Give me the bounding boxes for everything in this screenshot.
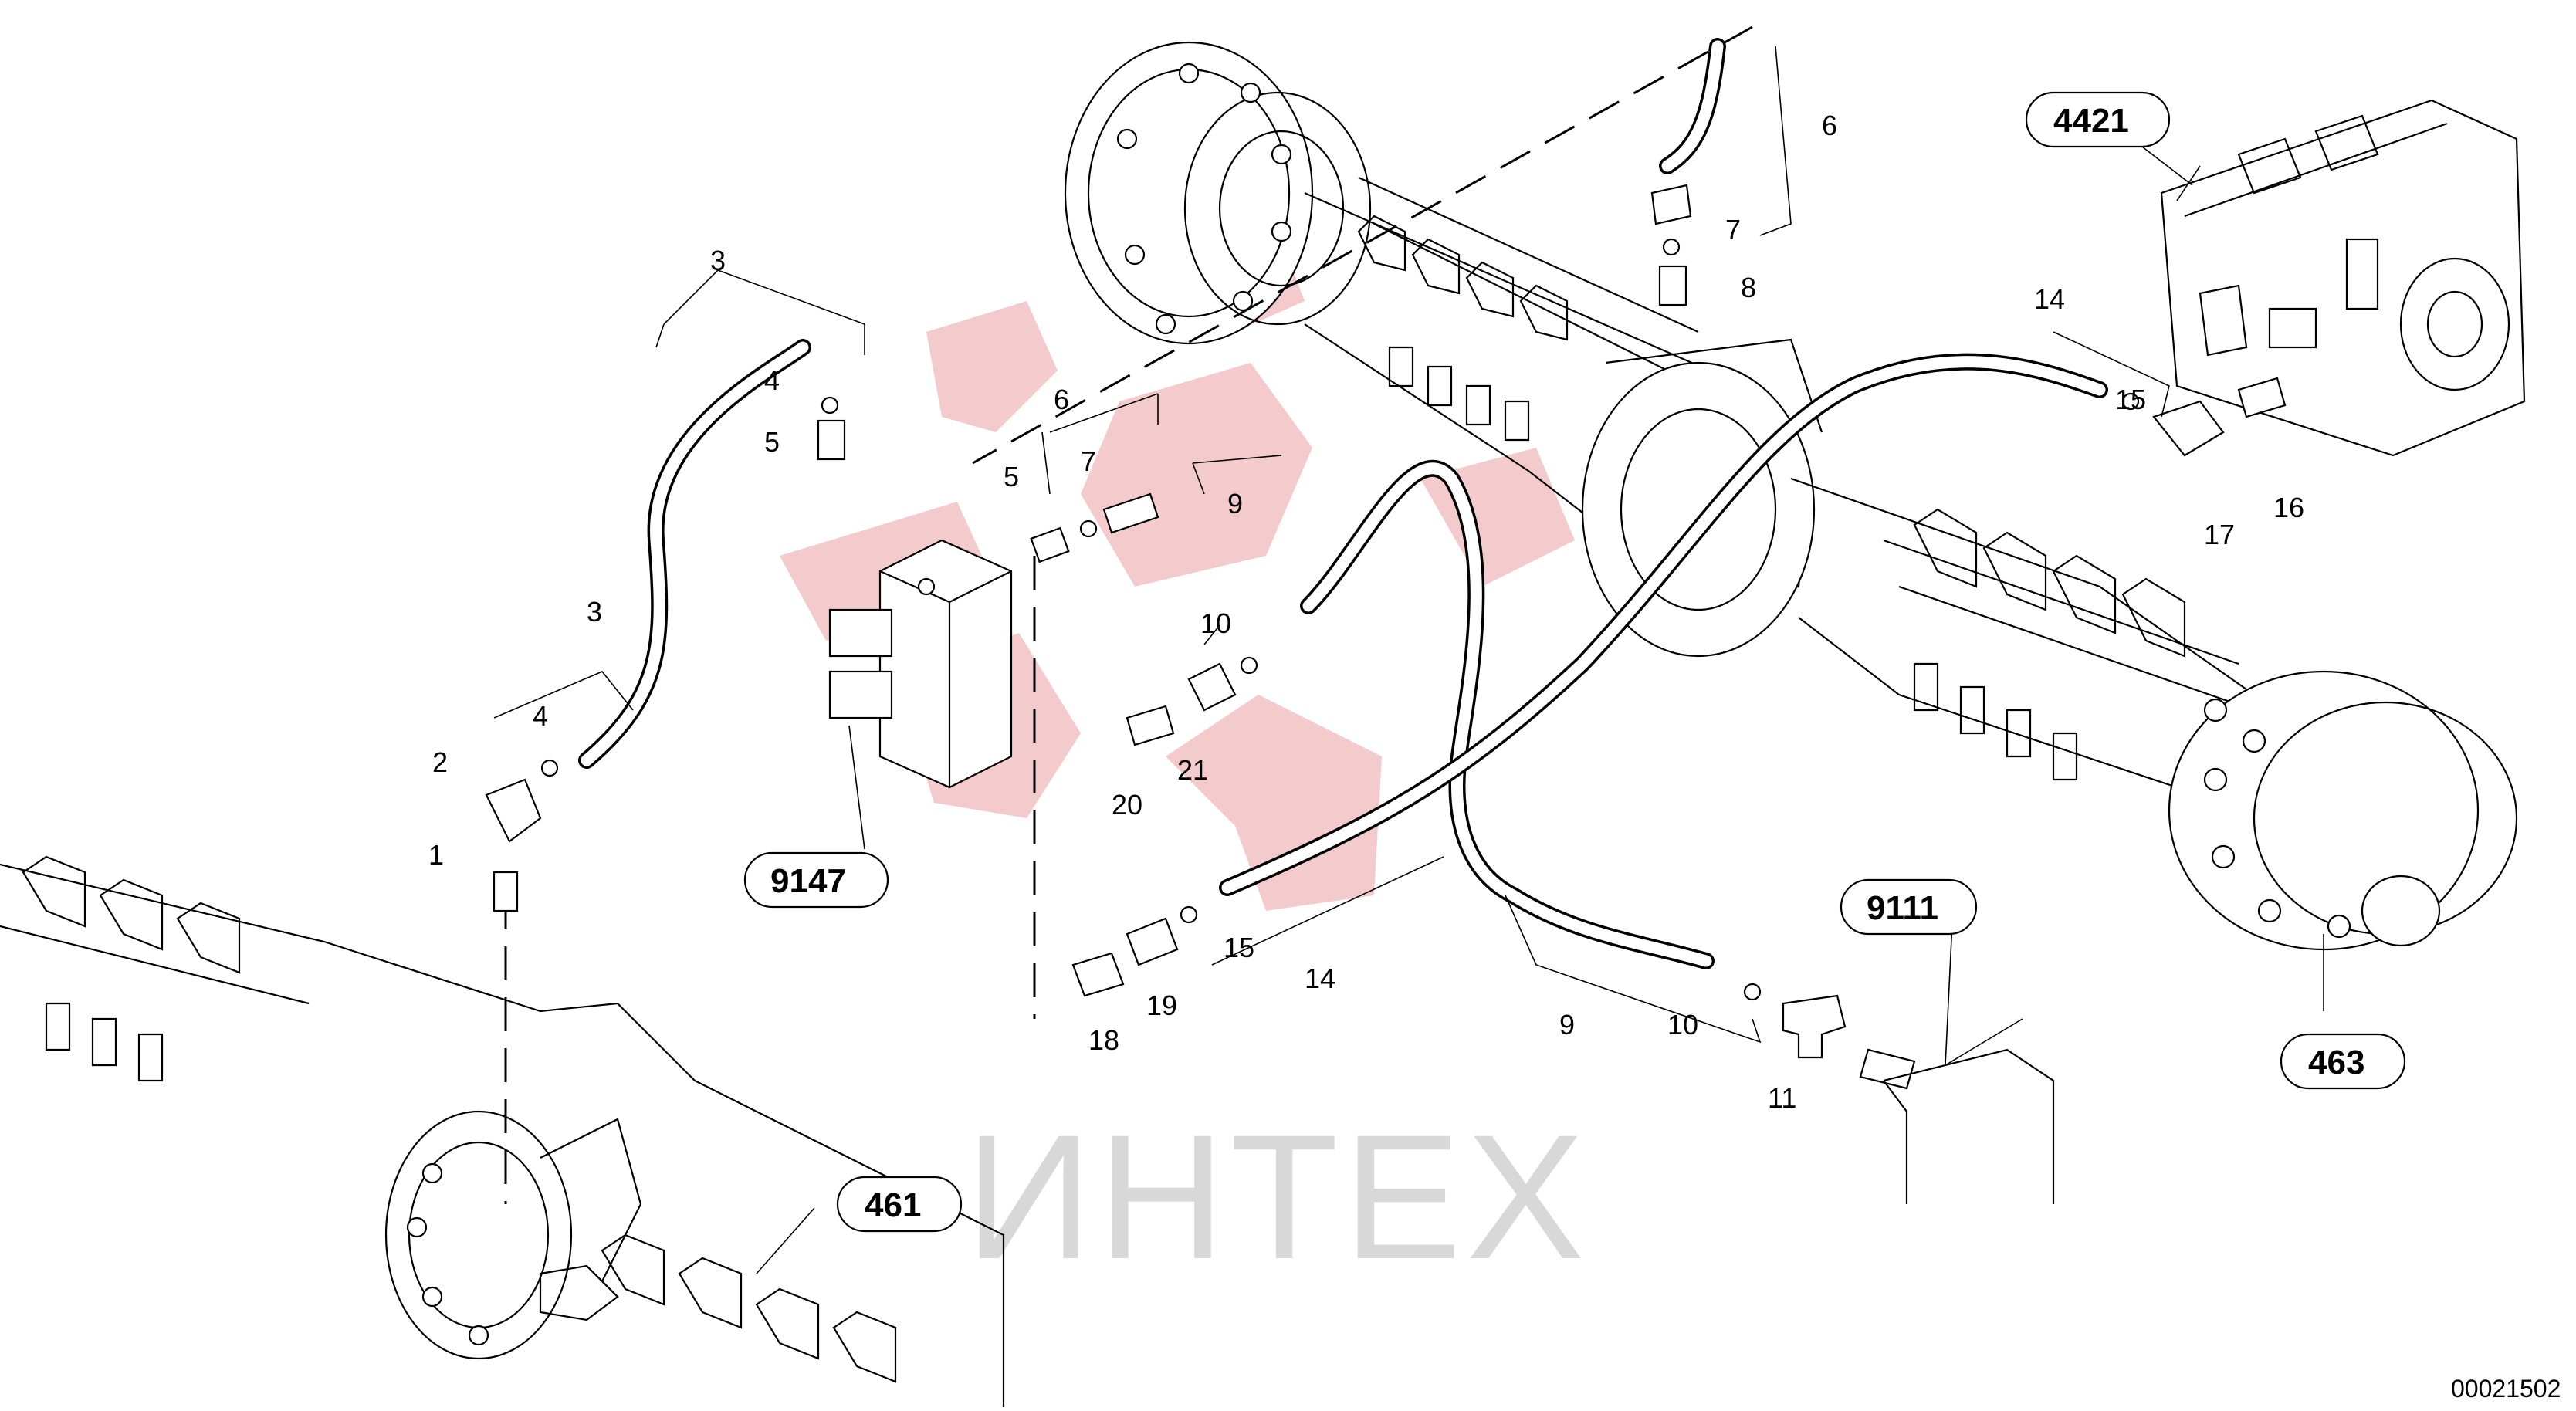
callout-14-lower: 14 bbox=[1305, 963, 1335, 994]
front-axle-drawing bbox=[0, 855, 1005, 1407]
fitting-5-mid bbox=[1030, 526, 1070, 563]
callout-5-upper: 5 bbox=[764, 426, 780, 458]
ref-badge-4421[interactable]: 4421 bbox=[2025, 91, 2193, 186]
reference-badges: 4421 9147 9111 463 461 bbox=[743, 91, 2406, 1233]
callout-3-upper: 3 bbox=[710, 245, 726, 276]
fitting-11 bbox=[1782, 994, 1847, 1059]
callout-7-top: 7 bbox=[1725, 214, 1741, 245]
svg-text:9147: 9147 bbox=[770, 862, 846, 900]
fittings bbox=[485, 184, 2287, 1204]
valve-block-9147 bbox=[828, 539, 1013, 789]
fitting-19 bbox=[1126, 917, 1179, 966]
callout-19: 19 bbox=[1146, 990, 1177, 1021]
fitting-18 bbox=[1071, 952, 1125, 997]
leader-lines bbox=[493, 46, 2324, 1274]
callout-6-top: 6 bbox=[1822, 110, 1837, 141]
ref-badge-463[interactable]: 463 bbox=[2280, 1033, 2406, 1090]
callout-17: 17 bbox=[2204, 519, 2235, 550]
ref-badge-461[interactable]: 461 bbox=[836, 1176, 963, 1233]
fitting-16 bbox=[2237, 377, 2287, 418]
ref-badge-9111[interactable]: 9111 bbox=[1840, 878, 1978, 936]
svg-text:9111: 9111 bbox=[1867, 889, 1938, 927]
callout-18: 18 bbox=[1088, 1024, 1119, 1056]
fitting-17 bbox=[2152, 400, 2225, 457]
callout-15-upper: 15 bbox=[2115, 384, 2146, 415]
callout-1: 1 bbox=[428, 839, 444, 871]
hydraulic-pump-drawing bbox=[2160, 99, 2526, 457]
callout-2: 2 bbox=[432, 746, 448, 778]
fitting-2 bbox=[485, 778, 542, 843]
callout-10-upper: 10 bbox=[1200, 607, 1231, 639]
ref-badge-9147[interactable]: 9147 bbox=[743, 851, 889, 909]
callout-14-upper: 14 bbox=[2034, 283, 2065, 315]
callout-6-mid: 6 bbox=[1054, 384, 1069, 415]
callout-15-lower: 15 bbox=[1224, 932, 1254, 963]
assembly-dash-lines bbox=[504, 25, 1753, 1204]
callout-8: 8 bbox=[1741, 272, 1756, 303]
fitting-8 bbox=[1658, 265, 1687, 306]
callout-4-lower: 4 bbox=[533, 700, 548, 732]
callout-numbers: 1 2 3 3 4 4 5 5 6 6 7 7 8 9 9 10 10 11 1… bbox=[428, 110, 2304, 1114]
watermark-text: ИНТЕХ bbox=[965, 1098, 1589, 1296]
hoses bbox=[578, 38, 2108, 969]
callout-9-upper: 9 bbox=[1227, 488, 1243, 519]
callout-5-mid: 5 bbox=[1004, 461, 1019, 492]
svg-text:461: 461 bbox=[865, 1186, 921, 1224]
fitting-20 bbox=[1126, 705, 1175, 746]
fitting-5-upper bbox=[817, 419, 846, 461]
fitting-21 bbox=[1187, 662, 1237, 712]
callout-10-lower: 10 bbox=[1667, 1009, 1698, 1040]
callout-7-mid: 7 bbox=[1081, 445, 1096, 477]
svg-text:4421: 4421 bbox=[2053, 102, 2129, 140]
callout-11: 11 bbox=[1768, 1082, 1796, 1114]
callout-9-lower: 9 bbox=[1559, 1009, 1575, 1040]
callout-4-upper: 4 bbox=[764, 364, 780, 396]
rear-axle-drawing bbox=[1064, 41, 2518, 951]
callout-16: 16 bbox=[2273, 492, 2304, 523]
fitting-1 bbox=[493, 871, 519, 912]
callout-20: 20 bbox=[1112, 789, 1142, 821]
callout-21: 21 bbox=[1177, 754, 1208, 786]
callout-3-lower: 3 bbox=[587, 596, 602, 628]
drawing-number: 00021502 bbox=[2451, 1375, 2561, 1403]
svg-text:463: 463 bbox=[2308, 1044, 2364, 1081]
